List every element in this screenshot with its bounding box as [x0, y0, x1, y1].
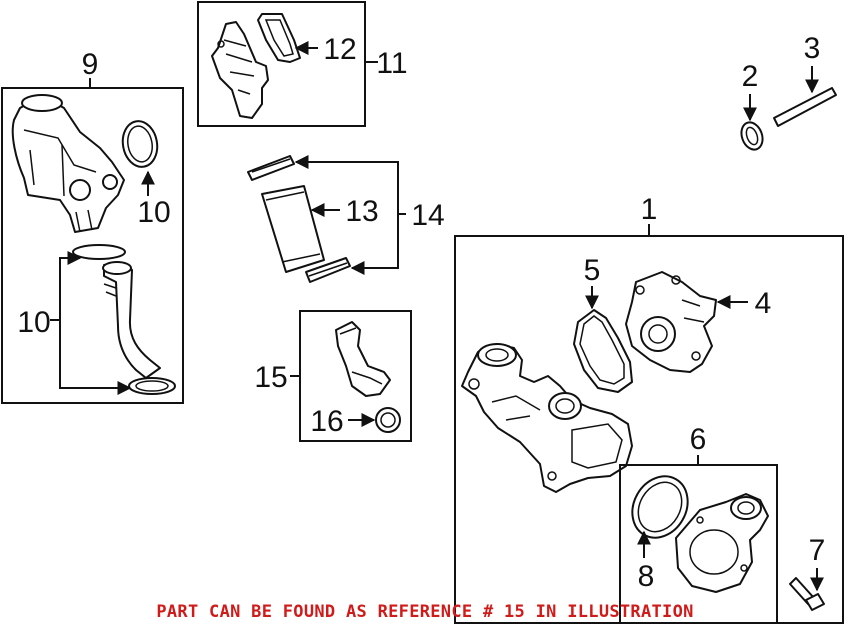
o-ring-10-pipe-top-part	[72, 244, 126, 260]
o-ring-16-part	[375, 407, 401, 433]
callout-14: 14	[411, 199, 444, 232]
callout-4: 4	[755, 287, 772, 320]
connector-pipe-13-part	[261, 185, 325, 273]
group-1: 1 5 4	[454, 193, 844, 624]
callout-11: 11	[376, 47, 407, 80]
group-11-box	[197, 1, 366, 127]
coolant-pipe-part	[103, 262, 161, 379]
o-ring-2-part	[740, 121, 764, 151]
group-11: 11 12	[197, 1, 408, 127]
callout-9: 9	[82, 48, 99, 81]
water-pump-housing-part	[461, 343, 633, 493]
outlet-pipe-part	[211, 21, 269, 119]
callout-1: 1	[641, 193, 658, 226]
callout-12: 12	[323, 33, 356, 66]
thermostat-housing-part	[11, 94, 125, 233]
callout-10-upper: 10	[137, 196, 170, 229]
callout-16: 16	[310, 405, 343, 438]
callout-7: 7	[809, 534, 826, 567]
group-9: 9 10 10	[1, 48, 184, 404]
bleeder-pipe-15-part	[335, 321, 391, 397]
gasket-12-part	[257, 13, 301, 63]
callout-2: 2	[742, 60, 759, 93]
callout-10-lower: 10	[17, 306, 50, 339]
callout-15: 15	[254, 361, 287, 394]
group-6: 6 8	[619, 423, 778, 624]
thermostat-6-part	[675, 493, 769, 593]
reference-note: PART CAN BE FOUND AS REFERENCE # 15 IN I…	[156, 602, 693, 622]
parts-2-3: 2 3	[740, 32, 837, 151]
callout-6: 6	[690, 423, 707, 456]
group-14: 13 14	[247, 155, 445, 283]
callout-3: 3	[804, 32, 821, 65]
gasket-5-part	[573, 309, 633, 393]
pipe-3-part	[773, 87, 837, 127]
water-pump-4-part	[625, 271, 717, 373]
group-9-box	[1, 87, 184, 404]
callout-8: 8	[638, 560, 655, 593]
callout-5: 5	[584, 254, 601, 287]
callout-13: 13	[345, 195, 378, 228]
group-15: 15 16	[254, 310, 412, 442]
